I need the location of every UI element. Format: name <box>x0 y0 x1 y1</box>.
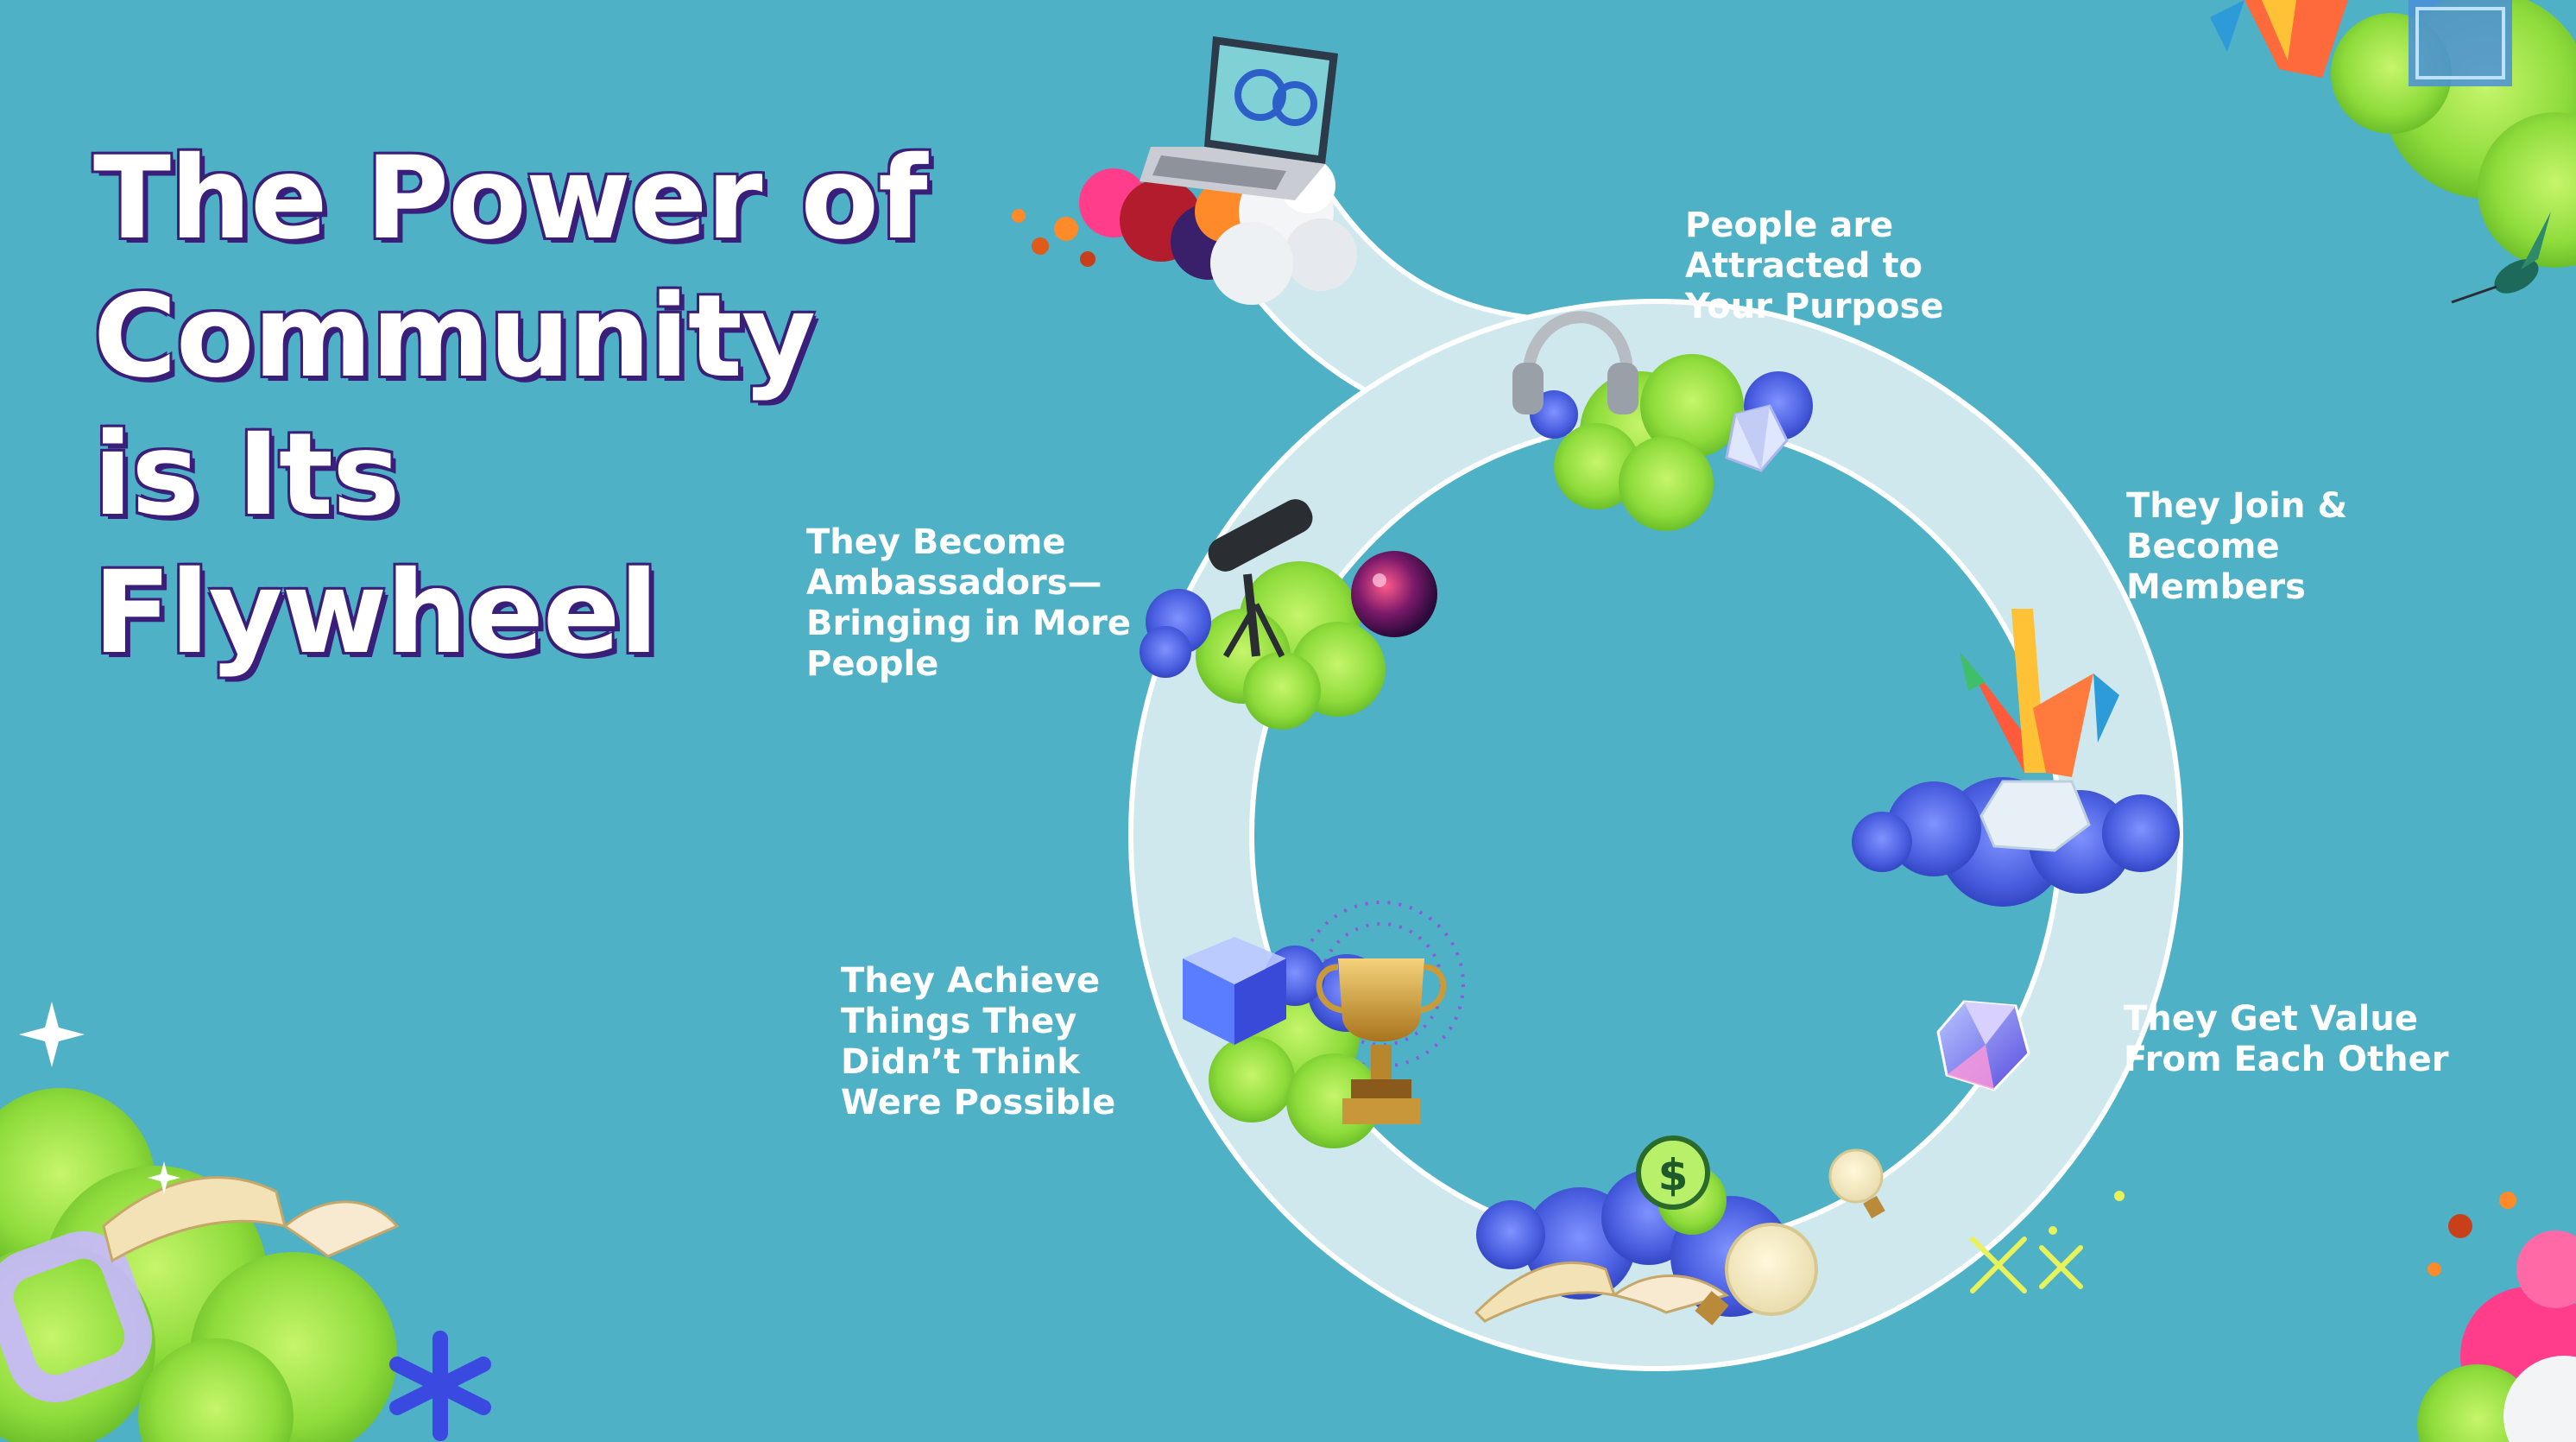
label-line: Attracted to <box>1685 246 1923 286</box>
stage-label-attracted: People are Attracted to Your Purpose <box>1685 206 1943 327</box>
top-right-decoration <box>2210 0 2576 304</box>
title-line: Flywheel <box>93 547 659 680</box>
planet-icon <box>1351 551 1437 637</box>
label-line: They Achieve <box>841 961 1101 1001</box>
ambassadors-cluster <box>1140 499 1437 730</box>
lightbulb-icon <box>1828 1148 1885 1219</box>
value-cluster <box>1936 1000 2030 1091</box>
label-line: Things They <box>841 1002 1077 1041</box>
label-line: Ambassadors— <box>806 563 1102 603</box>
label-line: Bringing in More <box>806 604 1132 643</box>
bottom-right-decoration <box>2417 1192 2576 1442</box>
cloud-green <box>1196 561 1386 730</box>
paper-crane-icon <box>1960 609 2119 777</box>
label-line: They Become <box>806 522 1066 562</box>
gem-icon <box>1936 1000 2030 1091</box>
label-line: They Join & <box>2126 486 2348 526</box>
sparkle-icon <box>19 1002 180 1194</box>
bottom-cluster: $ <box>1474 1135 1885 1325</box>
trophy-icon <box>1316 958 1447 1124</box>
title-line: Community <box>93 270 816 403</box>
label-line: Your Purpose <box>1685 287 1944 326</box>
cloud-green <box>1554 354 1744 531</box>
label-line: Were Possible <box>841 1083 1116 1123</box>
bottom-left-decoration <box>0 1002 491 1442</box>
coin-icon: $ <box>1636 1135 1710 1210</box>
attracted-cluster <box>1512 311 1813 531</box>
laptop-icon <box>1140 36 1338 200</box>
stage-label-value: They Get Value From Each Other <box>2124 999 2448 1080</box>
label-line: People are <box>1685 206 1894 245</box>
title-line: is Its <box>93 408 401 541</box>
open-book-icon <box>102 1176 400 1263</box>
label-line: Become <box>2126 527 2280 566</box>
label-line: Didn’t Think <box>841 1042 1080 1082</box>
origami-bird-icon <box>2210 0 2348 78</box>
label-line: From Each Other <box>2124 1040 2449 1079</box>
laptop-cluster <box>1012 36 1357 305</box>
microphone-icon <box>1208 499 1313 658</box>
hummingbird-icon <box>2451 212 2551 304</box>
label-line: People <box>806 644 939 684</box>
page-title: The Power of Community is Its Flywheel <box>93 130 974 682</box>
svg-text:$: $ <box>1658 1150 1689 1200</box>
glass-ring-icon <box>0 1230 153 1403</box>
sparkle-icon <box>1970 1191 2125 1293</box>
glass-block <box>2409 0 2512 86</box>
title-line: The Power of <box>93 132 928 265</box>
stage-label-ambassadors: They Become Ambassadors— Bringing in Mor… <box>806 522 1131 685</box>
crystal-icon <box>1725 404 1789 472</box>
asterisk-icon <box>389 1331 491 1441</box>
achieve-cluster <box>1183 901 1465 1148</box>
stage-label-achieve: They Achieve Things They Didn’t Think We… <box>841 961 1115 1123</box>
label-line: They Get Value <box>2124 999 2418 1039</box>
cloud-white <box>1210 158 1357 305</box>
lightbulb-icon <box>1695 1223 1818 1325</box>
headphones-icon <box>1512 311 1638 414</box>
cloud-blue <box>1140 589 1211 678</box>
open-book-icon <box>1474 1261 1730 1323</box>
stage-label-join: They Join & Become Members <box>2126 486 2347 608</box>
glass-cube-icon <box>1183 937 1286 1045</box>
join-cluster <box>1852 609 2180 907</box>
label-line: Members <box>2126 567 2306 607</box>
ice-block <box>1979 780 2091 852</box>
